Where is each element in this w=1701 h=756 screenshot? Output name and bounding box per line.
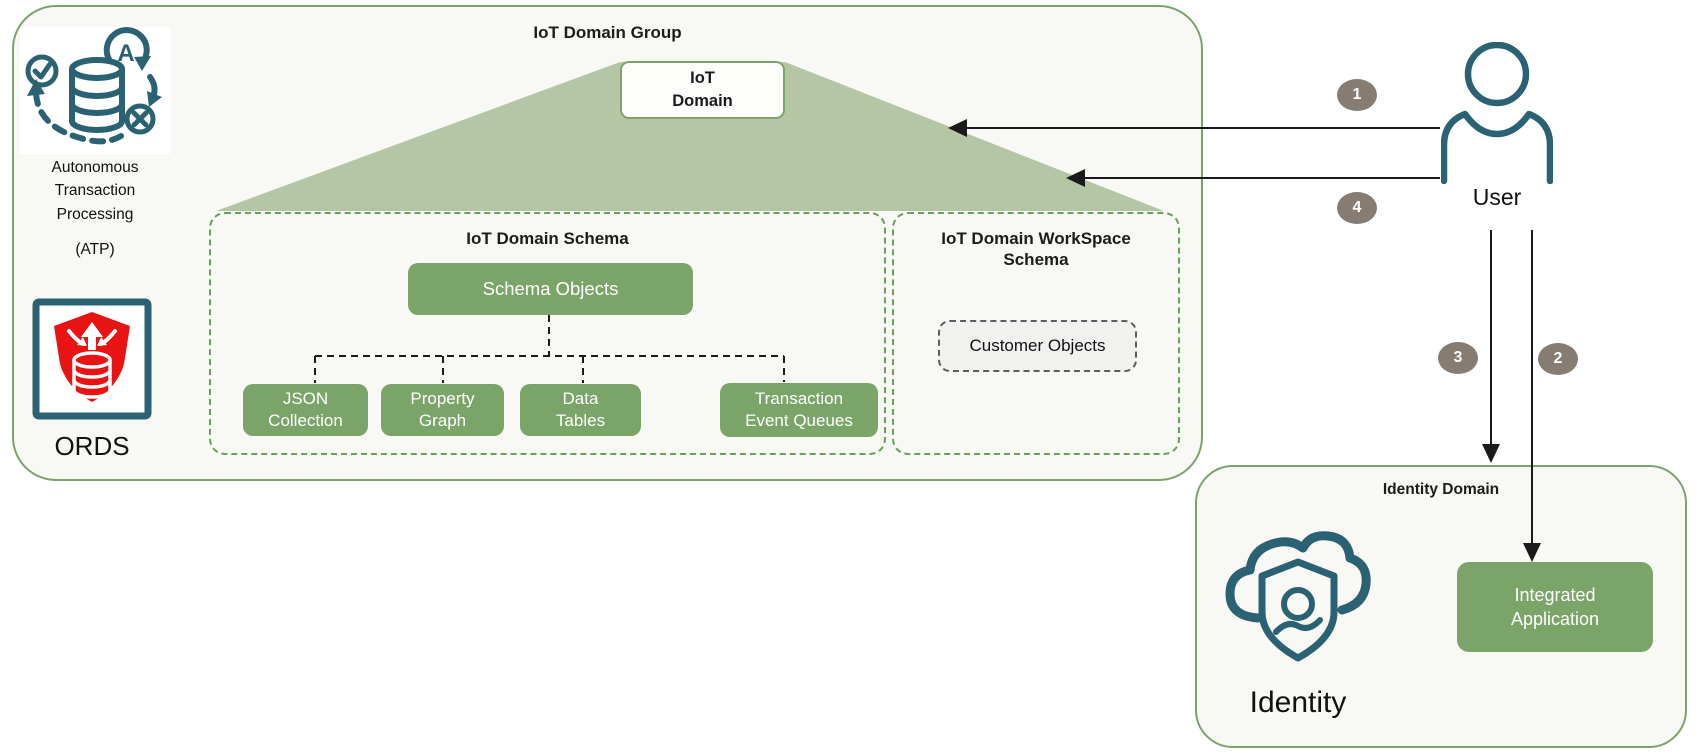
step-badge-2: 2 <box>1538 343 1578 375</box>
identity-cloud <box>1225 531 1371 623</box>
step-badge-4: 4 <box>1337 192 1377 224</box>
atp-check-circle-icon <box>25 54 59 88</box>
ords-icon <box>32 298 152 420</box>
identity-shield <box>1258 558 1338 662</box>
integrated-application-node: Integrated Application <box>1457 562 1653 652</box>
atp-icon: A <box>20 27 170 154</box>
atp-x-circle-icon <box>124 103 156 135</box>
data-tables-node: Data Tables <box>520 384 641 436</box>
identity-icon <box>1225 531 1371 662</box>
user-label: User <box>1472 184 1522 210</box>
user-head <box>1464 42 1530 107</box>
iot-domain-workspace-schema-box: IoT Domain WorkSpace Schema <box>892 212 1180 455</box>
property-graph-node: Property Graph <box>381 384 504 436</box>
svg-text:A: A <box>117 40 134 67</box>
customer-objects-node: Customer Objects <box>938 320 1137 372</box>
json-collection-node: JSON Collection <box>243 384 368 436</box>
ords-label: ORDS <box>54 431 130 461</box>
identity-person-head <box>1281 587 1315 621</box>
iot-domain-node: IoT Domain <box>620 61 785 119</box>
step-badge-3: 3 <box>1438 342 1478 374</box>
iot-domain-group-title: IoT Domain Group <box>533 23 682 42</box>
atp-database-icon <box>69 57 125 133</box>
schema-objects-node: Schema Objects <box>408 263 693 315</box>
iot-domain-schema-box: IoT Domain Schema <box>209 212 886 455</box>
atp-dashed-arc <box>27 79 124 145</box>
identity-label: Identity <box>1249 686 1347 719</box>
transaction-event-queues-node: Transaction Event Queues <box>720 383 878 437</box>
atp-label: Autonomous Transaction Processing <box>51 159 139 223</box>
identity-domain-title: Identity Domain <box>1382 481 1500 498</box>
atp-acronym: (ATP) <box>75 241 115 258</box>
step-badge-1: 1 <box>1337 79 1377 111</box>
atp-down-arrow <box>147 74 162 107</box>
user-icon <box>1441 42 1553 184</box>
iot-domain-workspace-schema-title: IoT Domain WorkSpace Schema <box>941 229 1131 270</box>
arrow-3-head <box>1482 444 1500 463</box>
iot-domain-schema-title: IoT Domain Schema <box>466 229 629 248</box>
user-shoulders <box>1441 110 1553 184</box>
atp-refresh-a-icon: A <box>103 27 151 71</box>
identity-person-shoulders <box>1273 617 1323 635</box>
ords-database-icon <box>72 351 112 399</box>
